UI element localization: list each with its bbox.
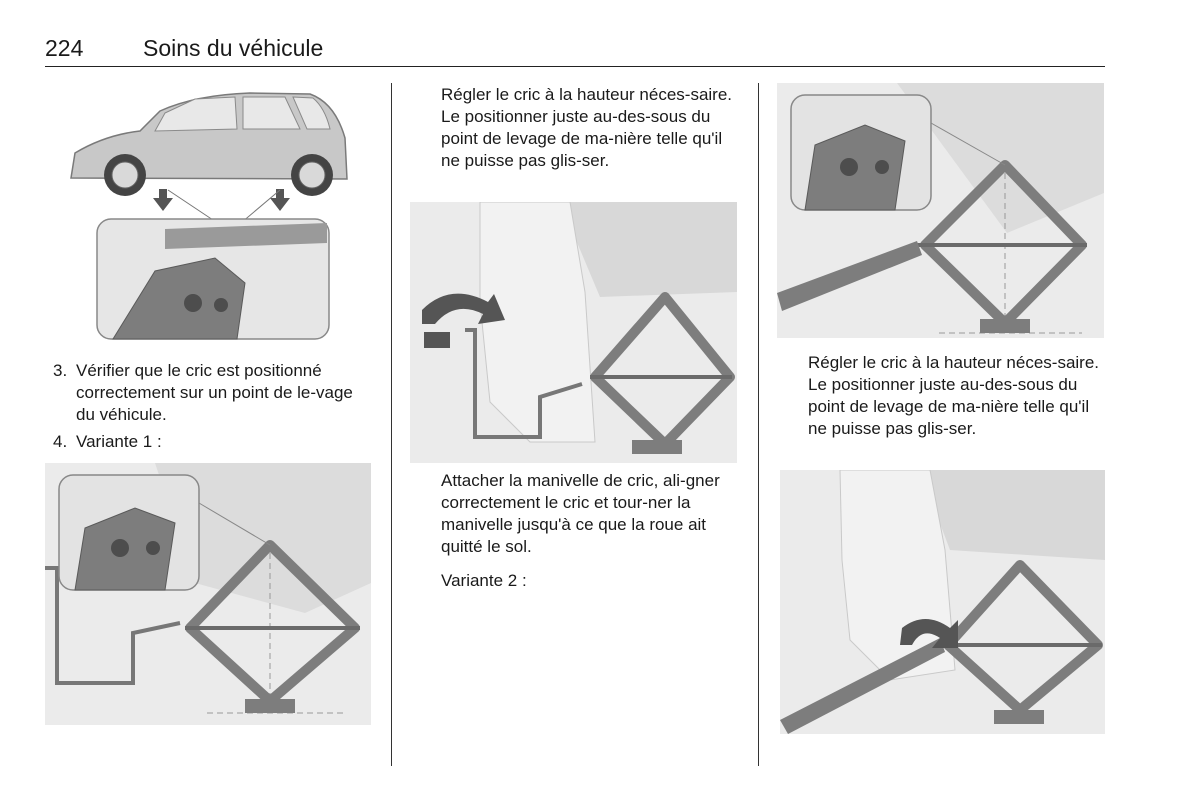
rotation-arrow-icon — [422, 293, 505, 348]
step-item: 4. Variante 1 : — [53, 431, 373, 453]
section-title: Soins du véhicule — [143, 35, 324, 61]
jack-variant-1-illustration — [45, 463, 371, 725]
column-divider-right — [758, 83, 759, 766]
car-side-icon — [70, 92, 348, 196]
jack-ramp-crank-illustration — [780, 470, 1105, 734]
paragraph-text: Variante 2 : — [441, 571, 527, 590]
jack-crank-illustration — [410, 202, 737, 463]
step-number: 4. — [53, 432, 68, 451]
step-number: 3. — [53, 361, 68, 380]
instruction-paragraph: Régler le cric à la hauteur néces-saire.… — [441, 84, 743, 172]
page-header: 224 Soins du véhicule — [45, 34, 1105, 67]
instruction-paragraph: Régler le cric à la hauteur néces-saire.… — [808, 352, 1108, 440]
jack-variant-2-illustration — [777, 83, 1104, 338]
step-text: Vérifier que le cric est positionné corr… — [76, 361, 353, 424]
paragraph-text: Régler le cric à la hauteur néces-saire.… — [808, 353, 1100, 438]
lift-arrow-icons — [153, 189, 290, 211]
step-text: Variante 1 : — [76, 432, 162, 451]
paragraph-text: Régler le cric à la hauteur néces-saire.… — [441, 85, 733, 170]
step-list: 3. Vérifier que le cric est positionné c… — [53, 360, 373, 458]
car-lift-points-illustration — [45, 83, 371, 341]
rotation-arrow-icon — [900, 619, 958, 648]
instruction-paragraph: Attacher la manivelle de cric, ali-gner … — [441, 470, 743, 558]
page-number: 224 — [45, 35, 84, 61]
paragraph-text: Attacher la manivelle de cric, ali-gner … — [441, 471, 720, 556]
step-item: 3. Vérifier que le cric est positionné c… — [53, 360, 373, 426]
variant-2-label: Variante 2 : — [441, 570, 743, 592]
column-divider-left — [391, 83, 392, 766]
